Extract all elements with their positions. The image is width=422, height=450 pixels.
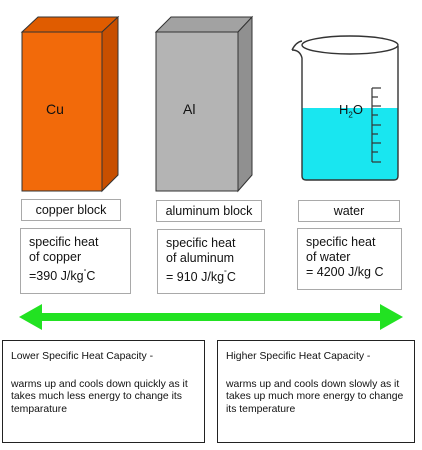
water-specific-heat: specific heat of water = 4200 J/kg C: [297, 228, 402, 290]
beaker: [291, 35, 399, 181]
low-heat-title: Lower Specific Heat Capacity -: [11, 351, 154, 362]
high-heat-title: Higher Specific Heat Capacity -: [226, 351, 371, 362]
beaker-graduations: [371, 87, 381, 163]
beaker-outline: [291, 46, 399, 181]
copper-block-side: [101, 15, 119, 193]
aluminum-symbol: Al: [183, 101, 196, 117]
beaker-spout: [291, 40, 303, 51]
aluminum-block-side: [237, 15, 253, 193]
double-arrow-icon: [19, 304, 403, 330]
copper-symbol: Cu: [46, 101, 64, 117]
high-heat-capacity-box: Higher Specific Heat Capacity - warms up…: [217, 340, 415, 443]
water-formula: H2O: [339, 102, 363, 120]
water-name-label: water: [298, 200, 400, 222]
beaker-rim: [301, 35, 399, 55]
copper-block: [20, 15, 120, 193]
copper-block-top: [20, 16, 120, 33]
copper-block-front: [21, 31, 103, 192]
low-heat-capacity-box: Lower Specific Heat Capacity - warms up …: [2, 340, 205, 443]
aluminum-block-front: [155, 31, 239, 192]
aluminum-specific-heat: specific heat of aluminum = 910 J/kg°C: [157, 229, 265, 294]
high-heat-desc: warms up and cools down slowly as it tak…: [226, 378, 404, 415]
copper-name-label: copper block: [21, 199, 121, 221]
low-heat-desc: warms up and cools down quickly as it ta…: [11, 378, 188, 415]
aluminum-block-top: [154, 16, 254, 33]
aluminum-block: [154, 15, 254, 193]
copper-specific-heat: specific heat of copper =390 J/kg°C: [20, 228, 131, 294]
aluminum-name-label: aluminum block: [156, 200, 262, 222]
